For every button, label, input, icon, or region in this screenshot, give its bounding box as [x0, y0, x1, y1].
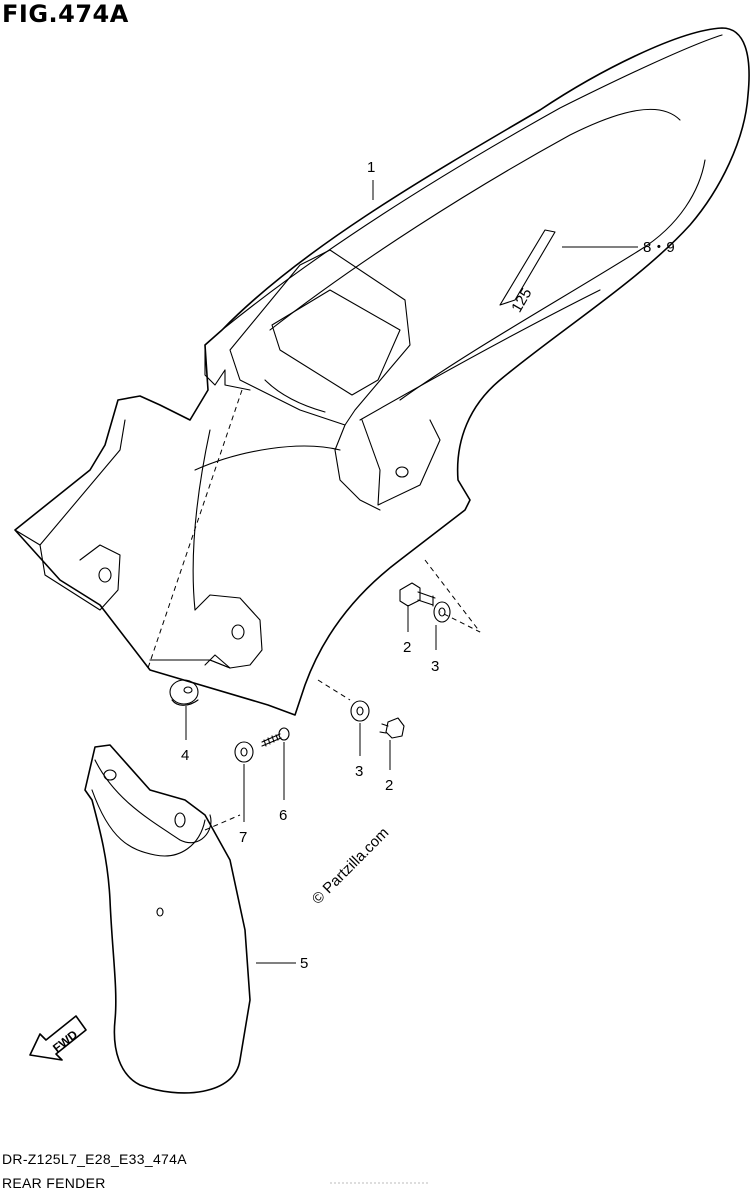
callout-2-lower: 2	[385, 777, 393, 794]
fender-decal: 125	[499, 229, 556, 316]
figure-title: FIG.474A	[2, 0, 129, 28]
callout-3-lower: 3	[355, 763, 363, 780]
callout-3-upper: 3	[431, 658, 439, 675]
callout-6: 6	[279, 807, 287, 824]
washer-icon[interactable]	[234, 741, 254, 763]
callout-1: 1	[367, 159, 375, 176]
model-code: DR-Z125L7_E28_E33_474A	[2, 1151, 187, 1167]
callout-5: 5	[300, 955, 308, 972]
washer-icon[interactable]	[433, 601, 451, 623]
callout-2-upper: 2	[403, 639, 411, 656]
watermark: © Partzilla.com	[309, 824, 392, 907]
figure-caption: REAR FENDER	[2, 1175, 106, 1191]
mudguard-drawing[interactable]	[84, 744, 251, 1094]
callout-7: 7	[239, 829, 247, 846]
svg-text:125: 125	[508, 285, 535, 315]
grommet-icon[interactable]	[169, 679, 199, 706]
screw-icon[interactable]	[261, 727, 290, 747]
callout-8-9: 8・9	[643, 239, 675, 256]
bolt-icon[interactable]	[399, 582, 436, 607]
callout-4: 4	[181, 747, 189, 764]
svg-text:FWD: FWD	[50, 1027, 80, 1055]
bolt-icon[interactable]	[379, 717, 405, 739]
washer-icon[interactable]	[350, 700, 370, 722]
rear-fender-drawing[interactable]: 125	[14, 27, 750, 716]
fwd-arrow-icon: FWD	[29, 1015, 87, 1061]
